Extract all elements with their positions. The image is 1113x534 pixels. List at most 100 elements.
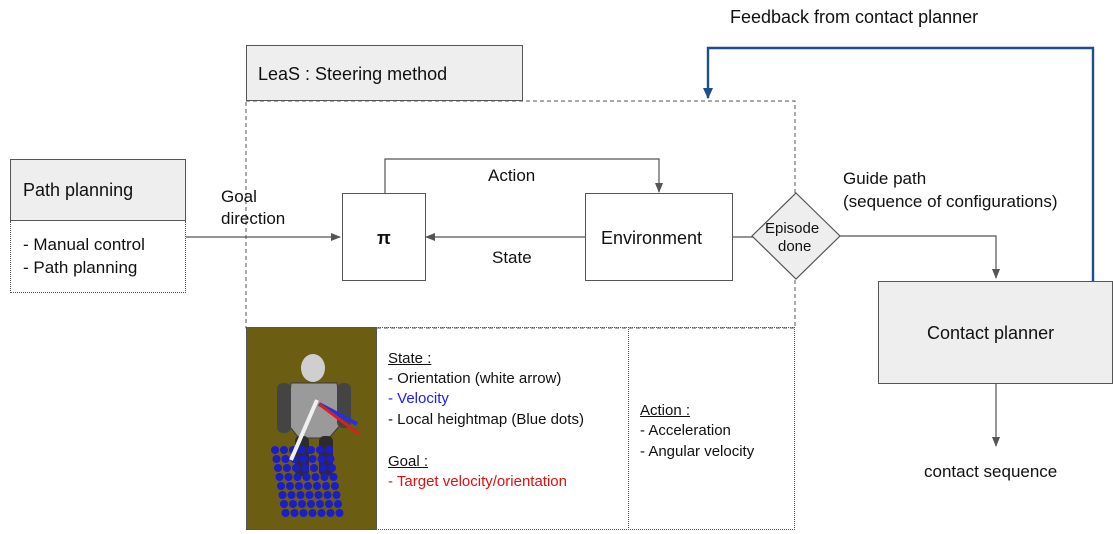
heightmap-dot	[280, 446, 288, 454]
leas-title-box: LeaS : Steering method	[246, 45, 523, 101]
episode-done-diamond	[751, 192, 841, 280]
heightmap-dot	[293, 473, 302, 481]
heightmap-dot	[326, 509, 335, 517]
heightmap-dot	[322, 482, 330, 490]
state-item-velocity: - Velocity	[388, 390, 449, 407]
contact-sequence-label: contact sequence	[924, 462, 1058, 481]
state-item-heightmap: - Local heightmap (Blue dots)	[388, 411, 584, 428]
heightmap-dot	[271, 446, 279, 454]
feedback-arrow	[703, 46, 1095, 281]
heightmap-dot	[283, 464, 291, 472]
path-planning-box: Path planning	[10, 159, 186, 221]
pi-symbol: π	[377, 228, 391, 248]
heightmap-dot	[328, 464, 336, 472]
leas-title: LeaS : Steering method	[258, 64, 448, 84]
guide-path-line1: Guide path	[843, 169, 927, 188]
heightmap-dot	[272, 455, 281, 463]
robot-head	[301, 354, 325, 382]
heightmap-dot	[308, 455, 317, 463]
heightmap-dot	[281, 455, 290, 463]
target-arrow	[318, 402, 360, 436]
heightmap-dot	[274, 464, 282, 472]
guide-path-line2: (sequence of configurations)	[843, 192, 1058, 211]
heightmap-dot	[301, 464, 309, 472]
goal-label-line1: Goal	[221, 187, 257, 206]
heightmap-dot	[308, 509, 317, 517]
goal-item-target: - Target velocity/orientation	[388, 473, 567, 490]
heightmap-dot	[292, 464, 300, 472]
heightmap-dot	[281, 509, 290, 517]
heightmap-dot	[313, 482, 321, 490]
state-item-orientation: - Orientation (white arrow)	[388, 370, 562, 387]
heightmap-dot	[317, 455, 326, 463]
heightmap-dot	[319, 464, 327, 472]
heightmap-dot	[299, 455, 308, 463]
path-planning-options: - Manual control - Path planning	[10, 221, 186, 293]
panel-divider	[628, 327, 629, 530]
heightmap-dot	[302, 473, 311, 481]
action-label: Action	[488, 166, 536, 185]
heightmap-dot	[331, 482, 339, 490]
path-planning-option-path: - Path planning	[23, 258, 138, 277]
heightmap-dot	[284, 473, 293, 481]
action-panel-title: Action :	[640, 402, 691, 419]
heightmap-dots	[271, 446, 344, 517]
heightmap-dot	[316, 446, 324, 454]
episode-label-line2: done	[778, 238, 812, 255]
heightmap-dot	[299, 509, 308, 517]
heightmap-dot	[304, 482, 312, 490]
heightmap-dot	[316, 500, 324, 508]
heightmap-dot	[295, 482, 303, 490]
heightmap-dot	[310, 464, 318, 472]
heightmap-dot	[334, 500, 342, 508]
heightmap-dot	[329, 473, 338, 481]
robot-simulation-image	[246, 327, 377, 530]
environment-box: Environment	[585, 193, 733, 281]
heightmap-dot	[325, 500, 333, 508]
episode-label-line1: Episode	[765, 220, 820, 237]
environment-label: Environment	[601, 228, 703, 248]
contact-planner-label: Contact planner	[927, 323, 1055, 343]
heightmap-dot	[289, 500, 297, 508]
robot-left-arm	[277, 383, 291, 433]
heightmap-dot	[317, 509, 326, 517]
robot-illustration	[271, 354, 360, 517]
heightmap-dot	[275, 473, 284, 481]
heightmap-dot	[307, 446, 315, 454]
leas-container	[245, 100, 796, 329]
goal-label-line2: direction	[221, 209, 286, 228]
heightmap-dot	[307, 500, 315, 508]
heightmap-dot	[326, 455, 335, 463]
heightmap-dot	[286, 482, 294, 490]
feedback-label: Feedback from contact planner	[730, 7, 979, 27]
state-panel-title: State :	[388, 350, 432, 367]
action-item-acceleration: - Acceleration	[640, 422, 731, 439]
contact-planner-box: Contact planner	[878, 281, 1113, 384]
heightmap-dot	[314, 491, 323, 499]
path-planning-option-manual: - Manual control	[23, 235, 145, 254]
heightmap-dot	[332, 491, 341, 499]
heightmap-dot	[320, 473, 329, 481]
heightmap-dot	[296, 491, 305, 499]
heightmap-dot	[323, 491, 332, 499]
orientation-arrow	[289, 399, 319, 461]
heightmap-dot	[335, 509, 344, 517]
guide-path-arrow	[840, 235, 1000, 279]
heightmap-dot	[287, 491, 296, 499]
path-planning-title: Path planning	[23, 180, 134, 200]
state-label: State	[492, 248, 532, 267]
heightmap-dot	[280, 500, 288, 508]
heightmap-dot	[311, 473, 320, 481]
heightmap-dot	[325, 446, 333, 454]
goal-panel-title: Goal :	[388, 453, 429, 470]
policy-box: π	[342, 193, 426, 281]
heightmap-dot	[298, 500, 306, 508]
heightmap-dot	[277, 482, 285, 490]
heightmap-dot	[290, 509, 299, 517]
heightmap-dot	[305, 491, 314, 499]
heightmap-dot	[298, 446, 306, 454]
heightmap-dot	[278, 491, 287, 499]
action-item-angular: - Angular velocity	[640, 443, 755, 460]
action-arrow	[384, 158, 663, 193]
